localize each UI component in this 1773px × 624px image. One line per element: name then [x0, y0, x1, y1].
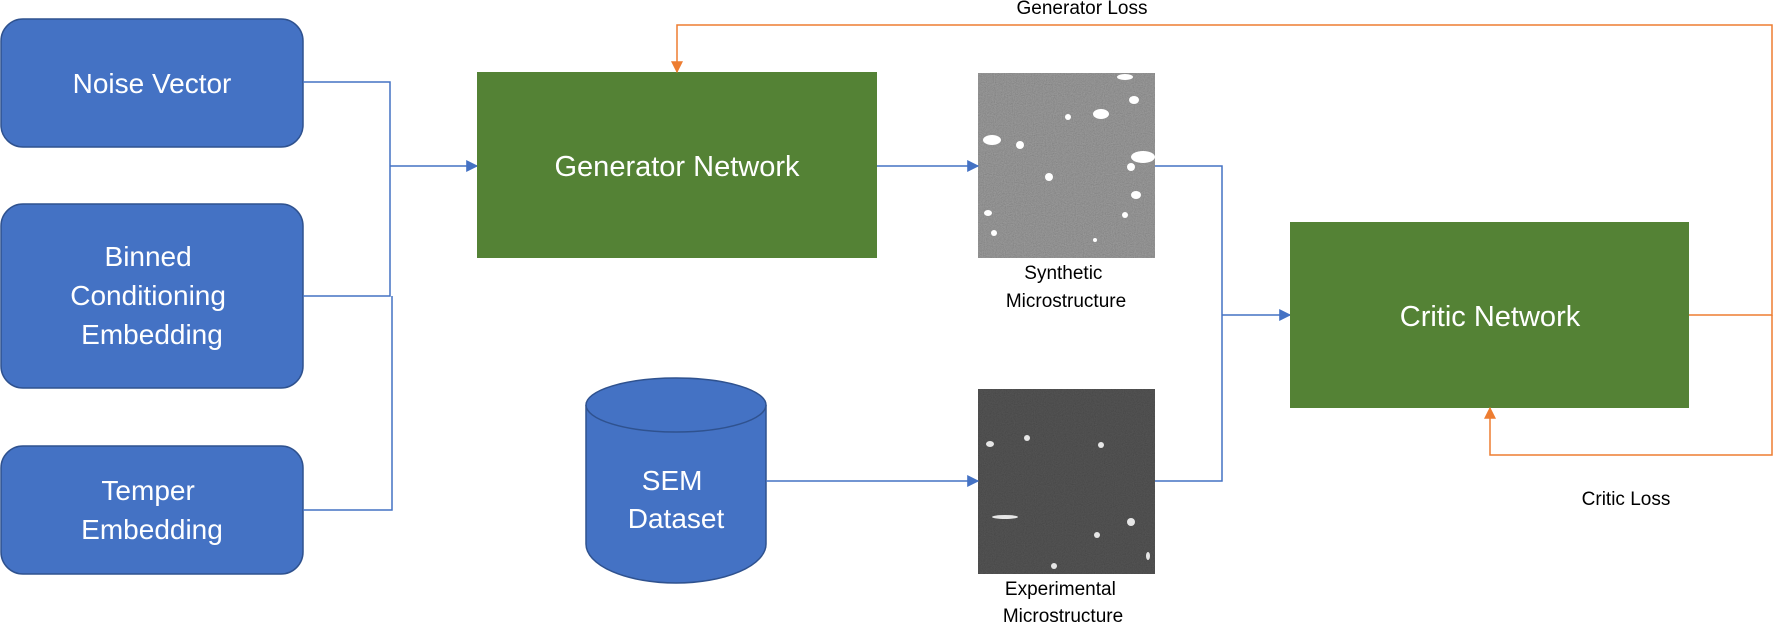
- binned-conditioning-embedding-label: Binned Conditioning Embedding: [70, 241, 233, 350]
- experimental-microstructure-image: [978, 389, 1155, 574]
- noise-vector-box: Noise Vector: [0, 18, 304, 148]
- experimental-to-critic-connector: [1155, 315, 1223, 482]
- sem-dataset-cylinder: SEM Dataset: [585, 377, 767, 584]
- temper-embedding-label: Temper Embedding: [81, 475, 223, 545]
- temper-embedding-box: Temper Embedding: [0, 445, 304, 575]
- noise-vector-label: Noise Vector: [73, 68, 232, 99]
- generator-network-box: Generator Network: [477, 72, 877, 258]
- noise-connector: [303, 81, 391, 166]
- input-connectors: [303, 81, 479, 511]
- loss-lines: [671, 24, 1773, 456]
- binned-connector: [303, 166, 391, 297]
- synthetic-to-critic-connector: [1155, 165, 1223, 315]
- flow-connectors: [766, 160, 1292, 487]
- experimental-microstructure-caption: Experimental Microstructure: [1003, 579, 1123, 624]
- critic-network-box: Critic Network: [1290, 222, 1689, 408]
- experimental-particles: [986, 435, 1150, 569]
- sem-dataset-label: SEM Dataset: [628, 465, 725, 534]
- synthetic-particles: [983, 74, 1155, 242]
- synthetic-microstructure-caption: Synthetic Microstructure: [1006, 263, 1126, 312]
- critic-loss-line: [1484, 315, 1773, 456]
- critic-loss-label: Critic Loss: [1582, 489, 1671, 510]
- temper-connector: [303, 296, 393, 511]
- binned-conditioning-embedding-box: Binned Conditioning Embedding: [0, 203, 304, 389]
- synthetic-microstructure-image: [978, 73, 1155, 258]
- generator-network-label: Generator Network: [555, 151, 800, 183]
- generator-loss-label: Generator Loss: [1017, 0, 1148, 19]
- generator-loss-line: [671, 24, 1773, 316]
- critic-network-label: Critic Network: [1400, 301, 1581, 333]
